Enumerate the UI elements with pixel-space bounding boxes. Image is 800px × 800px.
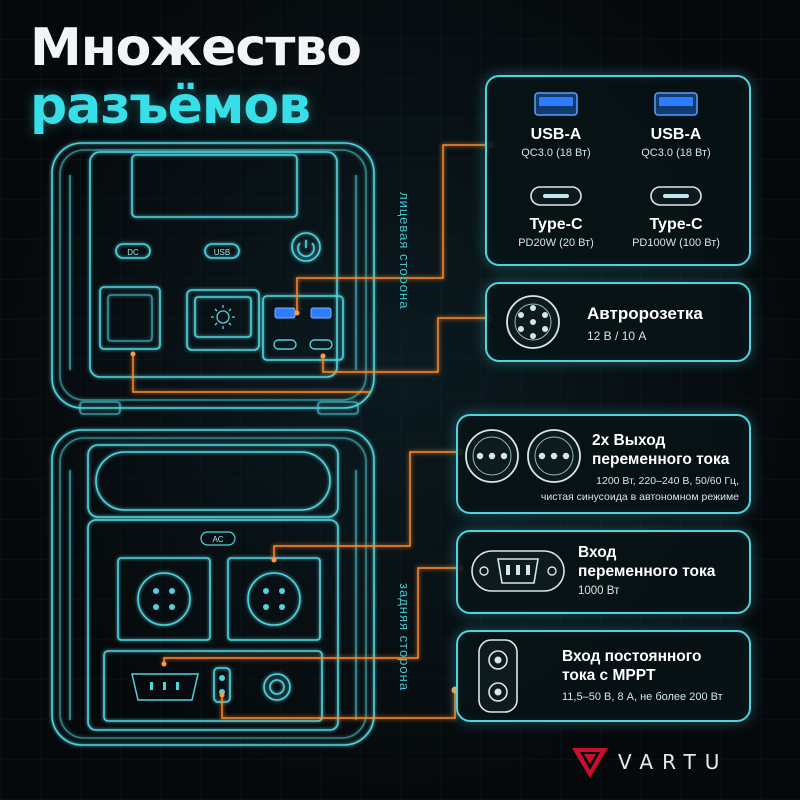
usb-c-port-2: Type-C PD100W (100 Вт) <box>613 181 739 249</box>
ac-output-spec-line2: чистая синусоида в автономном режиме <box>540 490 739 503</box>
title-line-2: разъёмов <box>30 76 311 136</box>
usb-c-1-name: Type-C <box>529 216 583 233</box>
usb-a-port-1: USB-A QC3.0 (18 Вт) <box>497 91 615 159</box>
usb-c-icon <box>650 186 702 206</box>
usb-c-port-1: Type-C PD20W (20 Вт) <box>497 181 615 249</box>
car-socket-name: Автророзетка <box>587 304 703 323</box>
front-usb-c-port-1 <box>273 339 297 350</box>
back-side-label: задняя сторона <box>397 583 412 692</box>
connector-lines <box>132 144 490 719</box>
usb-c-icon <box>530 186 582 206</box>
iec-inlet-icon <box>471 550 565 592</box>
ac-output-panel: 2х Выход переменного тока 1200 Вт, 220–2… <box>456 414 751 514</box>
sun-icon <box>211 305 235 329</box>
usb-a-port-2: USB-A QC3.0 (18 Вт) <box>613 91 739 159</box>
usb-a-icon <box>654 92 698 116</box>
front-usb-label: USB <box>214 248 230 257</box>
ac-output-spec: 1200 Вт, 220–240 В, 50/60 Гц, чистая син… <box>541 474 739 506</box>
usb-c-2-spec: PD100W (100 Вт) <box>632 237 720 249</box>
usb-c-1-spec: PD20W (20 Вт) <box>518 237 594 249</box>
page-title: Множество разъёмов <box>30 18 362 136</box>
ac-input-spec: 1000 Вт <box>578 585 620 598</box>
ac-output-spec-line1: 1200 Вт, 220–240 В, 50/60 Гц, <box>596 475 739 487</box>
vartu-logo-icon <box>572 748 608 778</box>
front-usb-c-port-2 <box>309 339 333 350</box>
brand-name: VARTU <box>618 750 729 774</box>
front-side-label: лицевая сторона <box>397 192 412 310</box>
ac-input-title-line2: переменного тока <box>578 562 716 580</box>
ac-input-title-line1: Вход <box>578 544 617 561</box>
usb-a-2-name: USB-A <box>650 126 702 143</box>
front-usb-a-port-2 <box>310 307 332 319</box>
ac-output-title-line2: переменного тока <box>592 450 730 468</box>
usb-a-1-spec: QC3.0 (18 Вт) <box>521 147 591 159</box>
usb-a-2-spec: QC3.0 (18 Вт) <box>641 147 711 159</box>
usb-a-1-name: USB-A <box>530 126 582 143</box>
ac-input-panel: Вход переменного тока 1000 Вт <box>456 530 751 614</box>
usb-ports-panel: USB-A QC3.0 (18 Вт) USB-A QC3.0 (18 Вт) … <box>485 75 751 266</box>
title-line-1: Множество <box>30 18 362 78</box>
front-usb-a-port-1 <box>274 307 296 319</box>
dc-input-title-line1: Вход постоянного <box>562 648 702 665</box>
car-socket-spec: 12 В / 10 А <box>587 329 647 344</box>
dc-input-spec: 11,5–50 В, 8 А, не более 200 Вт <box>562 691 723 704</box>
ac-outlet-icon <box>465 429 581 483</box>
back-device <box>51 429 375 746</box>
back-ac-label: AC <box>212 535 223 544</box>
ac-output-title: 2х Выход переменного тока <box>592 432 729 469</box>
dc-input-panel: Вход постоянного тока с MPPT 11,5–50 В, … <box>456 630 751 722</box>
dc-input-title-line2: тока с MPPT <box>562 666 656 684</box>
front-device <box>51 142 375 415</box>
dc-input-icon <box>478 639 518 713</box>
car-socket-icon <box>506 295 560 349</box>
usb-c-2-name: Type-C <box>649 216 703 233</box>
car-socket-panel: Автророзетка 12 В / 10 А <box>485 282 751 362</box>
front-dc-label: DC <box>127 248 139 257</box>
usb-a-icon <box>534 92 578 116</box>
ac-output-title-line1: 2х Выход <box>592 432 666 449</box>
